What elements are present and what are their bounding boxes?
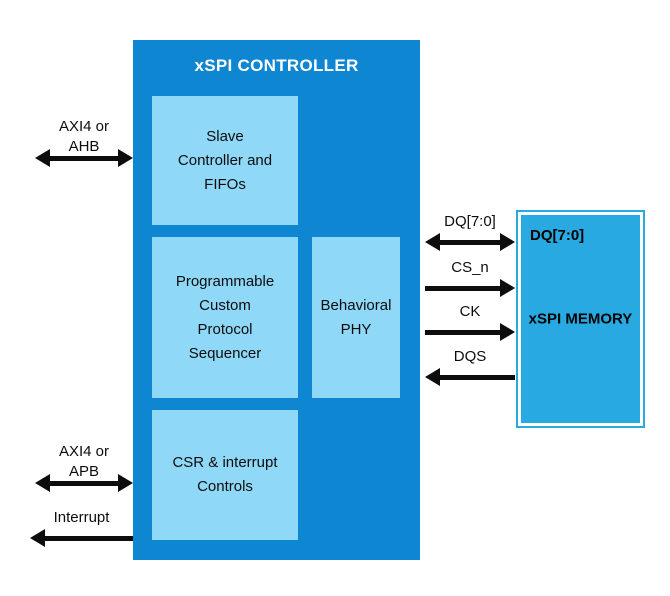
- dqs-label: DQS: [453, 348, 487, 365]
- arrow-shaft: [440, 239, 500, 245]
- interrupt-label: Interrupt: [53, 509, 110, 526]
- slave-controller-block: Slave Controller and FIFOs: [152, 96, 298, 225]
- arrow-shaft: [425, 285, 500, 291]
- ck-label: CK: [459, 303, 481, 320]
- cs-n-arrow: [425, 278, 515, 298]
- dq-signal-label: DQ[7:0]: [444, 213, 496, 230]
- arrowhead-right-icon: [500, 233, 515, 251]
- arrowhead-left-icon: [35, 474, 50, 492]
- arrowhead-left-icon: [35, 149, 50, 167]
- xspi-memory-inner: DQ[7:0] xSPI MEMORY: [521, 215, 640, 423]
- memory-dq-label: DQ[7:0]: [530, 227, 585, 244]
- csr-interrupt-block: CSR & interrupt Controls: [152, 410, 298, 540]
- arrow-shaft: [425, 329, 500, 335]
- behavioral-phy-block: Behavioral PHY: [312, 237, 400, 398]
- memory-title: xSPI MEMORY: [528, 310, 633, 328]
- arrowhead-right-icon: [500, 323, 515, 341]
- axi4-ahb-label: AXI4 or AHB: [58, 118, 110, 155]
- axi4-apb-label: AXI4 or APB: [58, 443, 110, 480]
- arrowhead-left-icon: [425, 368, 440, 386]
- arrowhead-right-icon: [118, 474, 133, 492]
- axi4-ahb-arrow: [35, 148, 133, 168]
- arrow-shaft: [45, 535, 133, 541]
- dqs-arrow: [425, 367, 515, 387]
- arrowhead-right-icon: [118, 149, 133, 167]
- interrupt-arrow: [30, 528, 133, 548]
- controller-title: xSPI CONTROLLER: [194, 56, 359, 75]
- ck-arrow: [425, 322, 515, 342]
- arrow-shaft: [50, 155, 118, 161]
- arrowhead-right-icon: [500, 279, 515, 297]
- dq-signal-arrow: [425, 232, 515, 252]
- axi4-apb-arrow: [35, 473, 133, 493]
- arrow-shaft: [440, 374, 515, 380]
- protocol-sequencer-block: Programmable Custom Protocol Sequencer: [152, 237, 298, 398]
- arrowhead-left-icon: [30, 529, 45, 547]
- xspi-controller-box: xSPI CONTROLLER Slave Controller and FIF…: [133, 40, 420, 560]
- arrowhead-left-icon: [425, 233, 440, 251]
- cs-n-label: CS_n: [451, 259, 489, 276]
- arrow-shaft: [50, 480, 118, 486]
- xspi-memory-box: DQ[7:0] xSPI MEMORY: [516, 210, 645, 428]
